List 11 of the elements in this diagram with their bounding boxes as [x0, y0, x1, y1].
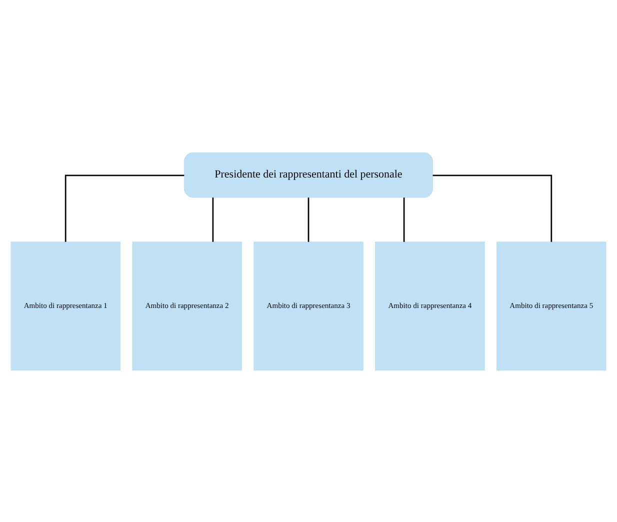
connector: [308, 197, 310, 242]
connector: [403, 197, 405, 242]
connector: [432, 174, 552, 242]
node-box: Ambito di rappresentanza 5: [496, 241, 606, 370]
node-box: Ambito di rappresentanza 3: [254, 241, 364, 370]
node-box: Ambito di rappresentanza 1: [10, 241, 120, 370]
node-box: Ambito di rappresentanza 2: [132, 241, 242, 370]
connector: [64, 174, 184, 242]
connector: [212, 197, 214, 242]
node-box: Ambito di rappresentanza 4: [375, 241, 485, 370]
node-box: Presidente dei rappresentanti del personale: [184, 152, 434, 198]
